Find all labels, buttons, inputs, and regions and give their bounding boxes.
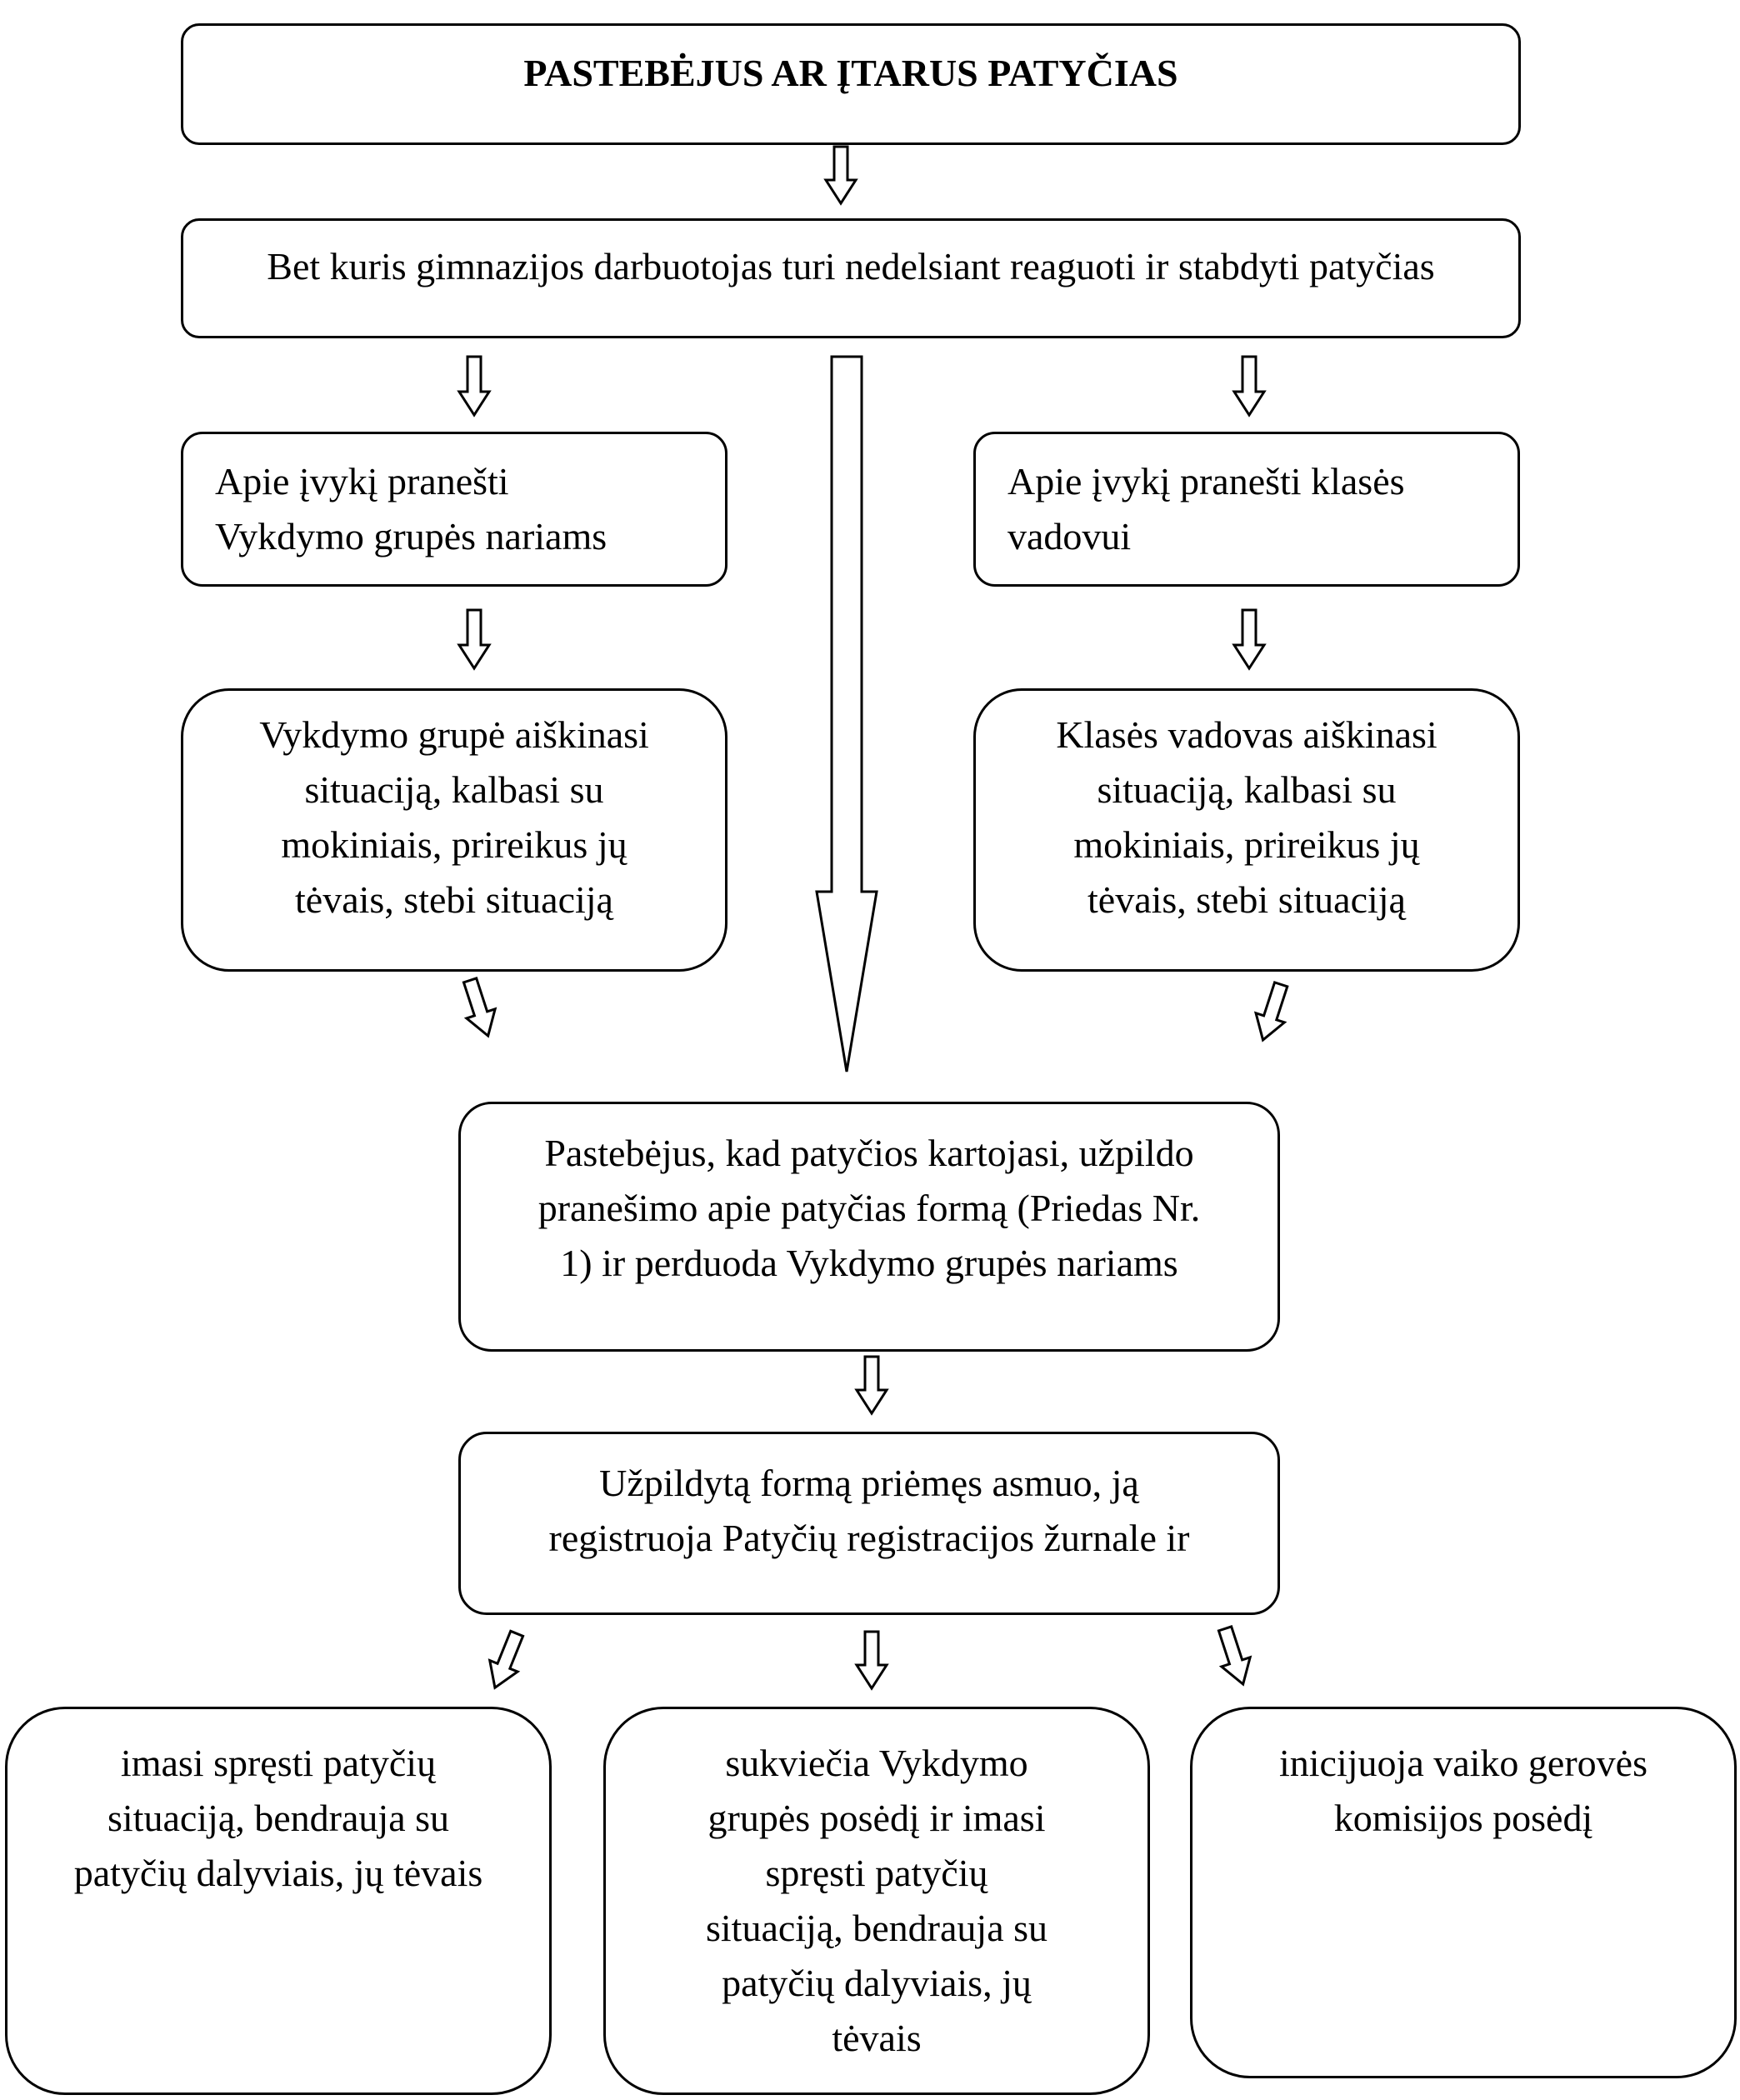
left-investigate-line-4: tėvais, stebi situaciją	[295, 878, 613, 921]
repeat-line-1: Pastebėjus, kad patyčios kartojasi, užpi…	[544, 1132, 1194, 1174]
outcome-left-line-1: imasi spręsti patyčių	[120, 1742, 437, 1784]
outcome-middle-line-4: situaciją, bendrauja su	[705, 1907, 1048, 1949]
right-investigate-box: Klasės vadovas aiškinasi situaciją, kalb…	[973, 688, 1520, 972]
arrow-repeat-to-register	[854, 1355, 889, 1416]
outcome-left-line-3: patyčių dalyviais, jų tėvais	[73, 1852, 483, 1894]
arrow-left-investigate-to-repeat	[462, 977, 498, 1038]
right-investigate-line-3: mokiniais, prireikus jų	[1073, 823, 1420, 866]
left-report-line-1: Apie įvykį pranešti	[215, 460, 509, 502]
arrow-register-to-outcome-middle	[854, 1630, 889, 1691]
repeat-line-2: pranešimo apie patyčias formą (Priedas N…	[538, 1187, 1201, 1229]
arrow-left-report-to-investigate	[457, 608, 492, 671]
left-report-line-2: Vykdymo grupės nariams	[215, 515, 608, 558]
arrow-title-to-react	[823, 145, 858, 206]
outcome-middle-line-1: sukviečia Vykdymo	[725, 1742, 1028, 1784]
outcome-middle-line-5: patyčių dalyviais, jų	[722, 1962, 1032, 2004]
repeat-line-3: 1) ir perduoda Vykdymo grupės nariams	[560, 1242, 1178, 1284]
arrow-right-report-to-investigate	[1232, 608, 1267, 671]
left-investigate-line-1: Vykdymo grupė aiškinasi	[259, 713, 649, 756]
arrow-register-to-outcome-right	[1217, 1625, 1252, 1687]
register-line-2: registruoja Patyčių registracijos žurnal…	[548, 1517, 1190, 1559]
outcome-right-box: inicijuoja vaiko gerovės komisijos posėd…	[1190, 1707, 1737, 2078]
arrow-right-investigate-to-repeat	[1253, 980, 1289, 1042]
react-text: Bet kuris gimnazijos darbuotojas turi ne…	[267, 245, 1435, 288]
right-investigate-line-2: situaciją, kalbasi su	[1097, 768, 1397, 811]
arrow-react-to-repeat-long	[815, 355, 878, 1072]
outcome-left-box: imasi spręsti patyčių situaciją, bendrau…	[5, 1707, 552, 2095]
arrow-react-to-left-report	[457, 355, 492, 418]
title-box: PASTEBĖJUS AR ĮTARUS PATYČIAS	[181, 23, 1521, 145]
arrow-react-to-right-report	[1232, 355, 1267, 418]
title-text: PASTEBĖJUS AR ĮTARUS PATYČIAS	[523, 52, 1178, 94]
right-report-line-2: vadovui	[1008, 515, 1132, 558]
left-investigate-line-3: mokiniais, prireikus jų	[281, 823, 628, 866]
register-box: Užpildytą formą priėmęs asmuo, ją regist…	[458, 1432, 1280, 1615]
register-line-1: Užpildytą formą priėmęs asmuo, ją	[599, 1462, 1139, 1504]
outcome-middle-line-3: spręsti patyčių	[765, 1852, 988, 1894]
right-report-line-1: Apie įvykį pranešti klasės	[1008, 460, 1405, 502]
right-investigate-line-4: tėvais, stebi situaciją	[1088, 878, 1406, 921]
left-report-box: Apie įvykį pranešti Vykdymo grupės naria…	[181, 432, 728, 587]
react-box: Bet kuris gimnazijos darbuotojas turi ne…	[181, 218, 1521, 338]
arrow-register-to-outcome-left	[488, 1629, 525, 1690]
outcome-left-line-2: situaciją, bendrauja su	[107, 1797, 450, 1839]
outcome-middle-box: sukviečia Vykdymo grupės posėdį ir imasi…	[603, 1707, 1150, 2095]
repeat-box: Pastebėjus, kad patyčios kartojasi, užpi…	[458, 1102, 1280, 1352]
outcome-middle-line-2: grupės posėdį ir imasi	[708, 1797, 1046, 1839]
right-investigate-line-1: Klasės vadovas aiškinasi	[1056, 713, 1438, 756]
outcome-middle-line-6: tėvais	[832, 2017, 922, 2059]
outcome-right-line-2: komisijos posėdį	[1333, 1797, 1593, 1839]
outcome-right-line-1: inicijuoja vaiko gerovės	[1279, 1742, 1648, 1784]
left-investigate-box: Vykdymo grupė aiškinasi situaciją, kalba…	[181, 688, 728, 972]
right-report-box: Apie įvykį pranešti klasės vadovui	[973, 432, 1520, 587]
left-investigate-line-2: situaciją, kalbasi su	[304, 768, 604, 811]
